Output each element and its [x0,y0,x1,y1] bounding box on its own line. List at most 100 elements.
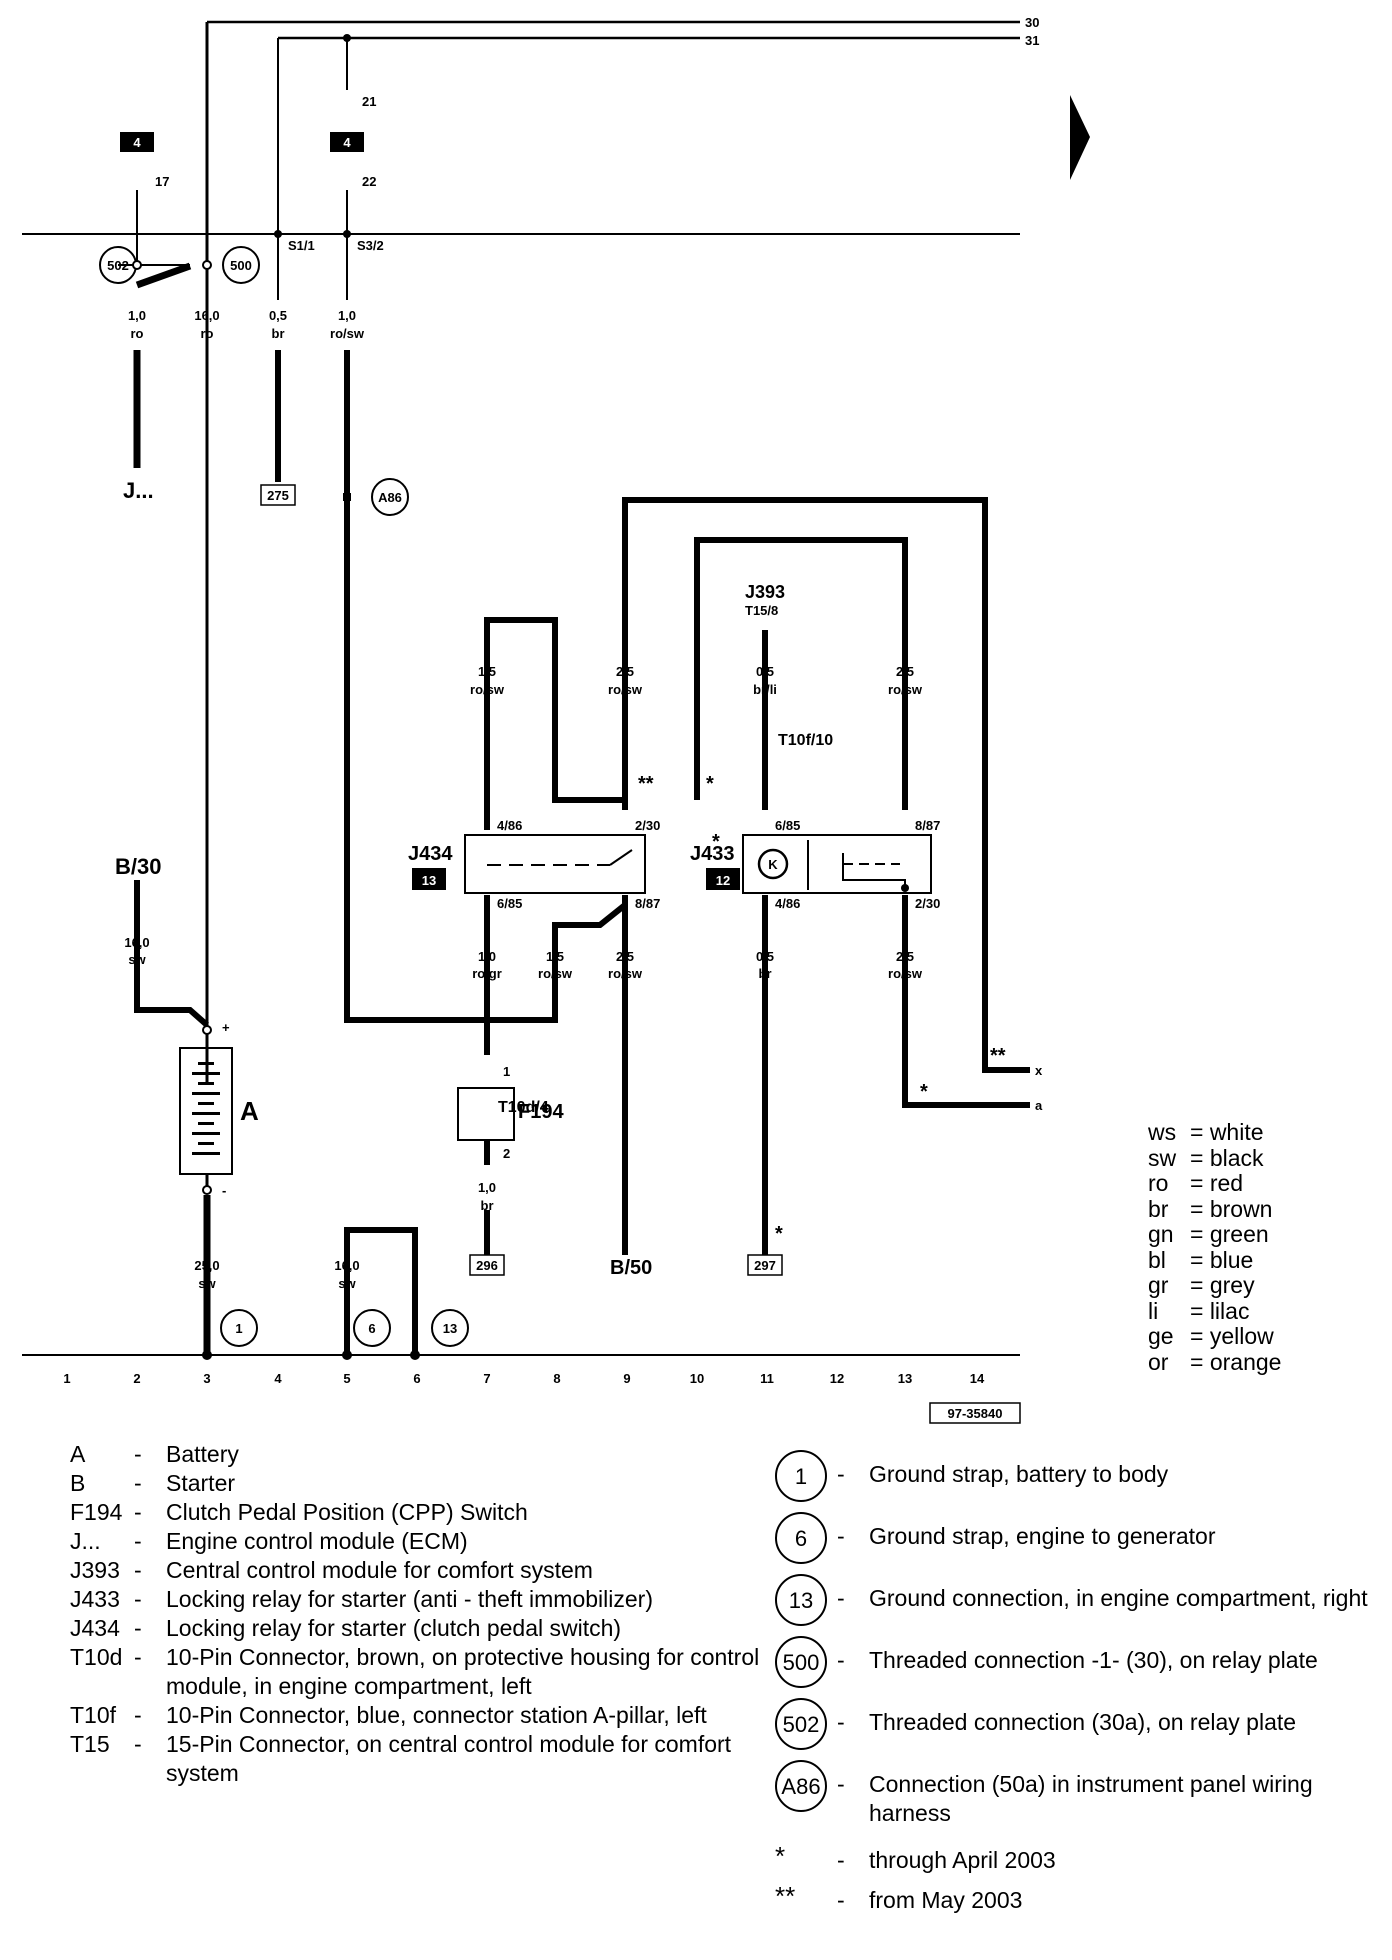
switch-pin: 1 [503,1064,510,1079]
footnote-text: through April 2003 [869,1847,1056,1873]
wire-gauge: 16,0 [194,308,219,323]
legend-item: J393-Central control module for comfort … [70,1556,770,1585]
wire-color-legend: ws= white sw= black ro= red br= brown gn… [1148,1119,1281,1376]
legend-dash: - [134,1615,142,1641]
connection-500-label: 500 [230,258,252,273]
legend-text: Clutch Pedal Position (CPP) Switch [166,1499,528,1525]
wire-gauge: 25,0 [194,1258,219,1273]
wire-gauge: 1,5 [478,664,496,679]
relay-pin: 6/85 [497,896,522,911]
legend-text: 10-Pin Connector, blue, connector statio… [166,1702,707,1728]
starter-b30-label: B/30 [115,854,161,879]
legend-dash: - [837,1461,845,1487]
legend-key: T10f [70,1702,117,1728]
color-name: = green [1190,1221,1269,1247]
legend-dash: - [134,1557,142,1583]
legend-dash: - [134,1441,142,1467]
wire-gauge: 16,0 [124,935,149,950]
color-abbrev: or [1148,1348,1169,1375]
color-legend-row: li= lilac [1148,1297,1281,1325]
color-name: = grey [1190,1272,1255,1298]
wire-gauge: 0,5 [756,664,774,679]
ground-6-label: 6 [368,1321,375,1336]
relay-pin: 8/87 [635,896,660,911]
relay-pin: 6/85 [775,818,800,833]
module-j393-pin: T15/8 [745,603,778,618]
wire-gauge: 1,0 [338,308,356,323]
column-number: 12 [830,1371,844,1386]
column-number: 11 [760,1371,774,1386]
wire-color: ro/sw [888,966,923,981]
legend-text: Threaded connection (30a), on relay plat… [869,1709,1297,1735]
color-abbrev: bl [1148,1246,1166,1273]
immobilizer-k-symbol: K [768,857,778,872]
color-name: = yellow [1190,1323,1274,1349]
wire-gauge: 1,0 [128,308,146,323]
component-legend: A-Battery B-Starter F194-Clutch Pedal Po… [70,1440,770,1788]
wire-gauge: 16,0 [334,1258,359,1273]
color-abbrev: ws [1148,1119,1177,1145]
footnote-mark: ** [638,773,654,795]
pin-label: 22 [362,174,376,189]
wire-gauge: 0,5 [269,308,287,323]
legend-dash: - [134,1731,142,1757]
color-legend-row: sw = black [1148,1144,1281,1172]
color-abbrev: sw [1148,1144,1177,1171]
wire-gauge: 2,5 [616,664,634,679]
legend-key: J433 [70,1586,120,1612]
color-name: = black [1190,1144,1264,1171]
legend-key: T10d [70,1644,123,1670]
wire-gauge: 1,5 [546,949,564,964]
legend-text: 15-Pin Connector, on central control mod… [166,1731,732,1786]
relay-j434-number: 13 [422,873,436,888]
legend-item: J434-Locking relay for starter (clutch p… [70,1614,770,1643]
pin-label: S3/2 [357,238,384,253]
legend-item: 6-Ground strap, engine to generator [775,1512,1375,1574]
color-legend-row: ge= yellow [1148,1323,1281,1350]
color-legend-row: gr= grey [1148,1272,1281,1299]
legend-circle: 500 [775,1636,827,1688]
legend-dash: - [134,1586,142,1612]
column-number: 8 [553,1371,560,1386]
footnote-mark: * [775,1841,786,1871]
legend-text: Ground connection, in engine compartment… [869,1585,1368,1611]
legend-text: Locking relay for starter (clutch pedal … [166,1615,622,1641]
ecm-label: J... [123,478,154,503]
legend-key: T15 [70,1731,110,1757]
relay-pin: 4/86 [775,896,800,911]
column-number: 7 [483,1371,490,1386]
legend-dash: - [837,1647,845,1673]
legend-dash: - [837,1887,845,1913]
wire-color: br/li [753,682,777,697]
relay-pin: 2/30 [915,896,940,911]
legend-dash: - [134,1470,142,1496]
color-abbrev: li [1148,1297,1159,1324]
legend-dash: - [837,1847,845,1873]
legend-key: J393 [70,1557,120,1583]
footnote-mark: ** [775,1881,796,1911]
wire-gauge: 2,5 [896,664,914,679]
color-legend-row: or= orange [1148,1348,1281,1376]
color-legend-row: ws = white [1148,1119,1281,1146]
wire-color: ro/sw [470,682,505,697]
legend-dash: - [837,1585,845,1611]
connection-legend: 1-Ground strap, battery to body 6-Ground… [775,1450,1375,1922]
relay-j433-number: 12 [716,873,730,888]
color-name: = white [1190,1119,1264,1145]
legend-dash: - [837,1709,845,1735]
color-abbrev: br [1148,1195,1169,1222]
battery-minus: - [222,1183,226,1198]
color-legend-row: gn= green [1148,1221,1281,1248]
column-number: 6 [413,1371,420,1386]
battery-plus: + [222,1020,230,1035]
battery-label: A [240,1096,259,1126]
wire-color: sw [128,952,146,967]
legend-circle: A86 [775,1760,827,1812]
ground-13-label: 13 [443,1321,457,1336]
column-number: 9 [623,1371,630,1386]
column-number: 5 [343,1371,350,1386]
wire-gauge: 2,5 [616,949,634,964]
connection-502-label: 502 [107,258,129,273]
legend-text: Starter [166,1470,236,1496]
wire-gauge: 0,5 [756,949,774,964]
